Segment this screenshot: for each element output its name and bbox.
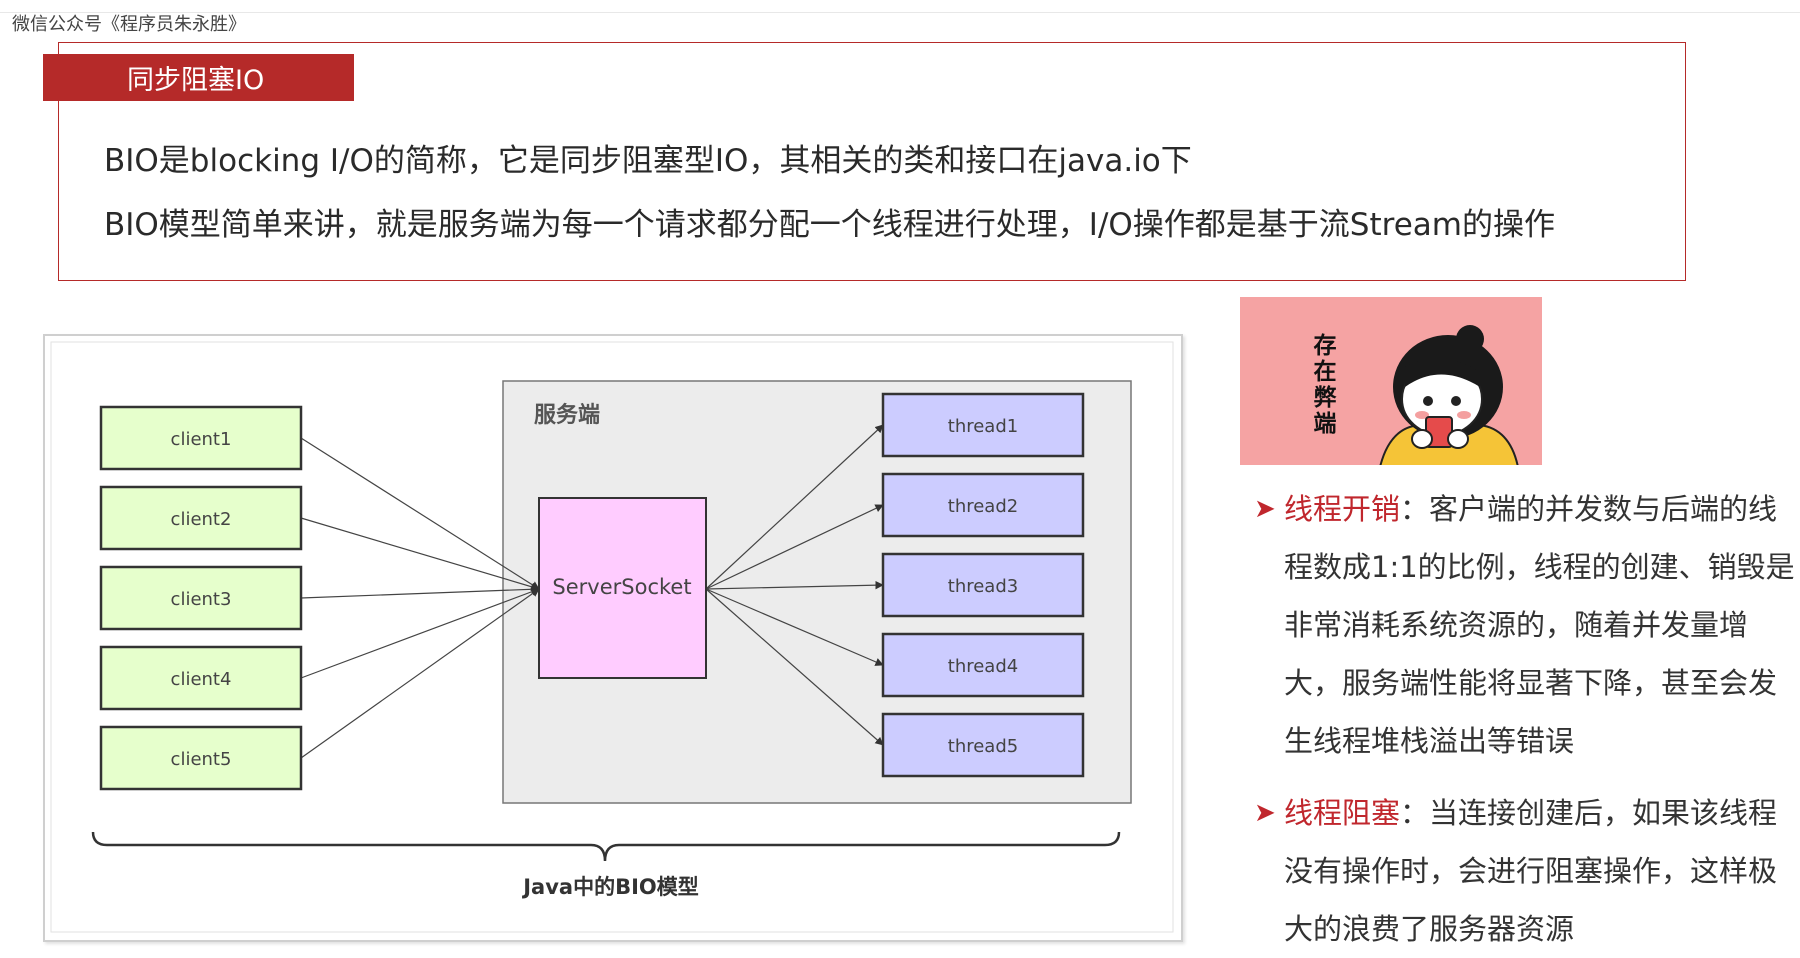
thread-node-label: thread4 <box>948 656 1018 677</box>
drawback-text: ：当连接创建后，如果该线程没有操作时，会进行阻塞操作，这样极大的浪费了服务器资源 <box>1284 796 1778 946</box>
server-to-thread-arrow <box>705 580 884 590</box>
diagram-caption: Java中的BIO模型 <box>521 875 699 899</box>
client-node-label: client1 <box>171 429 232 450</box>
intro-panel <box>58 42 1686 281</box>
server-to-thread-arrow <box>705 504 884 590</box>
thread-node-box <box>881 472 1085 538</box>
thread-node-box <box>881 552 1085 618</box>
server-node: ServerSocket <box>538 497 707 679</box>
client-to-server-arrow <box>300 517 540 591</box>
drawback-text: ：客户端的并发数与后端的线程数成1:1的比例，线程的创建、销毁是非常消耗系统资源… <box>1284 492 1795 758</box>
client-node-box <box>99 645 303 711</box>
client-to-server-arrow <box>300 587 540 679</box>
client-node-box <box>99 725 303 791</box>
watermark: 微信公众号《程序员朱永胜》 <box>12 14 246 35</box>
client-to-server-arrow <box>300 437 540 590</box>
server-group-label: 服务端 <box>534 403 600 428</box>
arrow-bullet-icon: ➤ <box>1254 494 1276 524</box>
server-to-thread-arrow <box>705 588 884 666</box>
client-node-label: client2 <box>171 509 232 530</box>
client-node-label: client3 <box>171 589 232 610</box>
server-socket-box <box>538 497 707 679</box>
thread-node-label: thread2 <box>948 496 1018 517</box>
server-socket-label: ServerSocket <box>552 575 691 599</box>
thread-node-box <box>881 632 1085 698</box>
thread-nodes: thread1 thread2 thread3 thread4 thread5 <box>881 392 1085 778</box>
client-nodes: client1 client2 client3 client4 client5 <box>99 405 303 791</box>
connection-arrows <box>300 424 884 759</box>
server-to-thread-arrow <box>705 588 884 746</box>
intro-line-2: BIO模型简单来讲，就是服务端为每一个请求都分配一个线程进行处理，I/O操作都是… <box>104 207 1555 243</box>
client-node-box <box>99 405 303 471</box>
drawback-item-thread-overhead: ➤ 线程开销：客户端的并发数与后端的线程数成1:1的比例，线程的创建、销毁是非常… <box>1254 480 1800 770</box>
caption-brace <box>91 831 1121 862</box>
client-to-server-arrow <box>300 585 540 599</box>
thread-node-label: thread1 <box>948 416 1018 437</box>
client-node-label: client4 <box>171 669 232 690</box>
client-node-box <box>99 485 303 551</box>
drawback-title: 线程阻塞 <box>1284 796 1401 830</box>
thread-node-label: thread5 <box>948 736 1018 757</box>
drawbacks-list: ➤ 线程开销：客户端的并发数与后端的线程数成1:1的比例，线程的创建、销毁是非常… <box>1254 480 1800 958</box>
intro-line-1: BIO是blocking I/O的简称，它是同步阻塞型IO，其相关的类和接口在j… <box>104 143 1192 179</box>
diagram-inner-border <box>50 341 1174 933</box>
client-node-box <box>99 565 303 631</box>
drawback-item-thread-blocking: ➤ 线程阻塞：当连接创建后，如果该线程没有操作时，会进行阻塞操作，这样极大的浪费… <box>1254 784 1800 958</box>
client-node-label: client5 <box>171 749 232 770</box>
bio-model-diagram: 服务端 client1client2client3client4client5 … <box>50 341 1174 933</box>
thread-node-label: thread3 <box>948 576 1018 597</box>
girl-cartoon-image <box>1379 325 1519 465</box>
arrow-bullet-icon: ➤ <box>1254 798 1276 828</box>
drawback-title: 线程开销 <box>1284 492 1401 526</box>
thread-node-box <box>881 392 1085 458</box>
client-to-server-arrow <box>300 588 540 759</box>
thread-node-box <box>881 712 1085 778</box>
top-divider <box>0 12 1800 13</box>
sticker-text: 存在弊端 <box>1313 332 1337 437</box>
drawback-sticker: 存在弊端 <box>1240 297 1542 465</box>
server-to-thread-arrow <box>705 424 884 590</box>
panel-tab-title: 同步阻塞IO <box>43 54 354 101</box>
